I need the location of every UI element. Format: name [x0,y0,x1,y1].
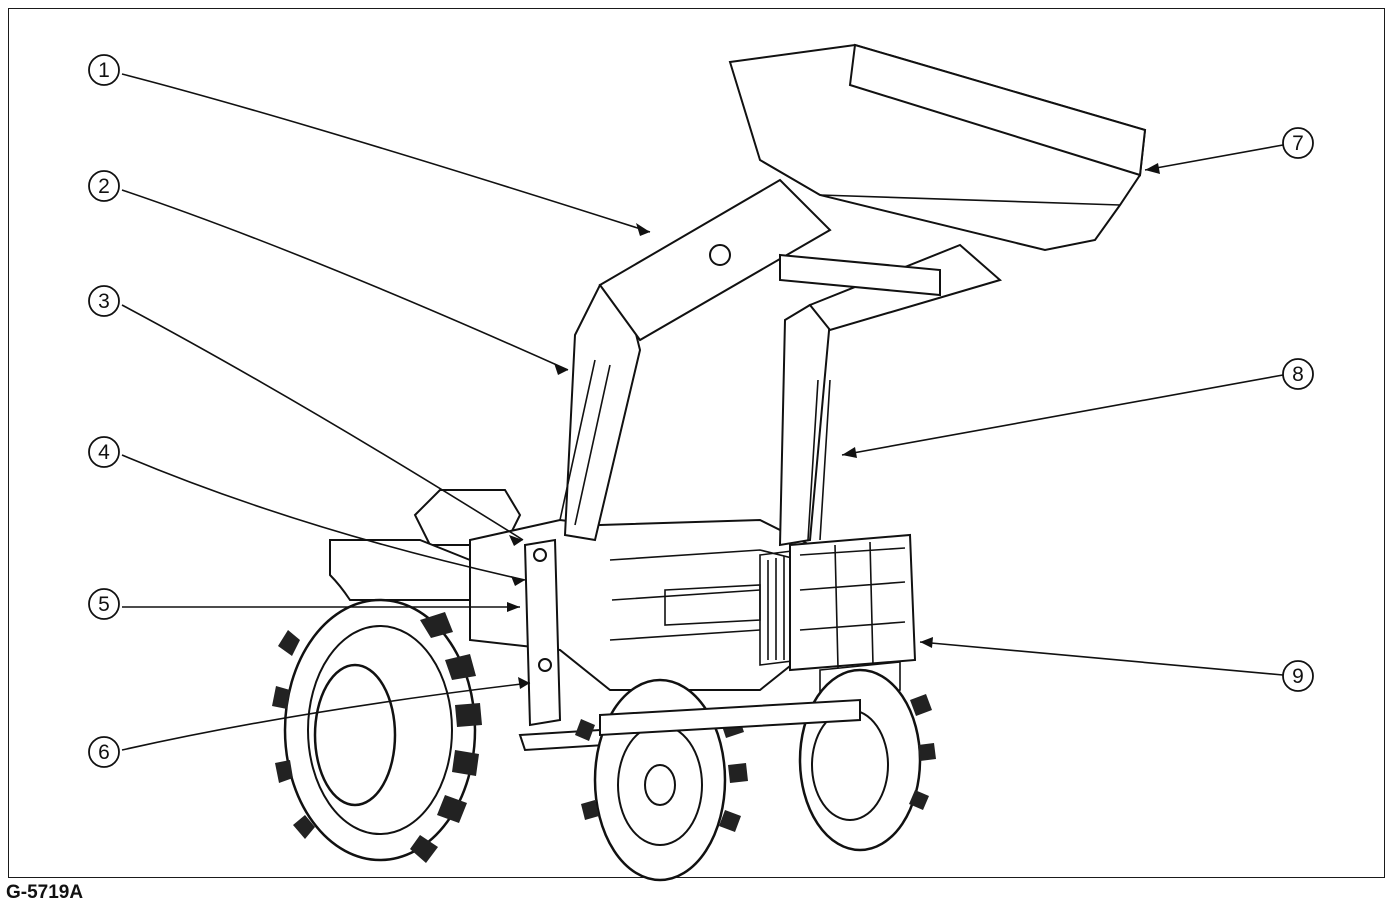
leader-lines [121,73,1284,751]
leader-line-4 [121,454,526,581]
callout-2-number: 2 [98,175,110,198]
leader-line-6 [121,682,531,751]
callout-3-number: 3 [98,290,110,313]
callout-1-number: 1 [98,59,110,82]
leader-line-7 [1144,144,1284,171]
callout-5: 5 [88,588,120,620]
callout-2: 2 [88,170,120,202]
callout-6: 6 [88,736,120,768]
callout-9: 9 [1282,660,1314,692]
callout-8-number: 8 [1292,363,1304,386]
rear-tire [272,598,482,863]
leader-line-8 [841,374,1284,456]
callout-7-number: 7 [1292,132,1304,155]
leader-line-9 [919,641,1284,676]
callout-8: 8 [1282,358,1314,390]
leader-line-3 [121,304,524,541]
figure-frame [8,8,1385,878]
front-tire-right [798,668,936,852]
figure-id: G-5719A [6,882,84,903]
leader-line-2 [121,189,569,371]
tractor-illustration [272,43,1147,882]
bucket [728,43,1147,252]
callout-9-number: 9 [1292,665,1304,688]
callout-4-number: 4 [98,441,110,464]
leader-line-1 [121,73,651,233]
callout-3: 3 [88,285,120,317]
callout-6-number: 6 [98,741,110,764]
callout-5-number: 5 [98,593,110,616]
callout-7: 7 [1282,127,1314,159]
callout-4: 4 [88,436,120,468]
callout-1: 1 [88,54,120,86]
